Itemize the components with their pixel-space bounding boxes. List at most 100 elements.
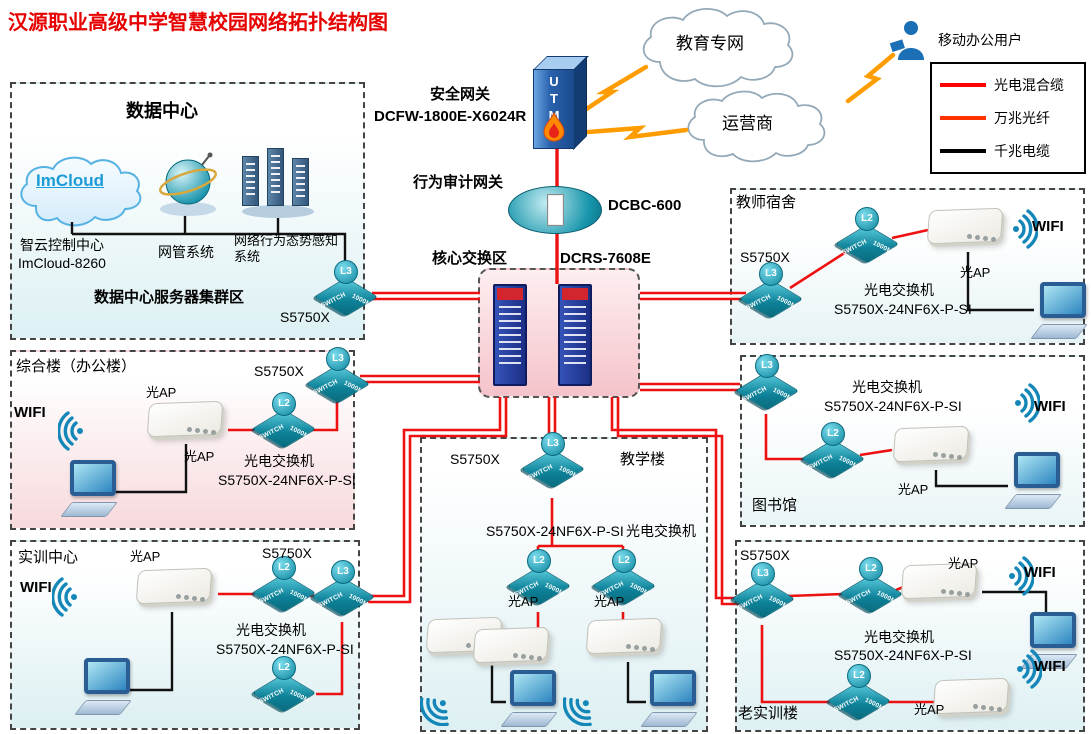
library-access-point xyxy=(892,425,972,469)
utm-front-face: UTM xyxy=(533,69,575,149)
dorm-computer xyxy=(1032,282,1086,344)
legend-item: 万兆光纤 xyxy=(932,108,1084,128)
switch-layer-badge: L2 xyxy=(272,392,296,416)
core-area-label: 核心交换区 xyxy=(432,250,508,267)
switch-layer-badge: L3 xyxy=(755,354,779,378)
training-access-point xyxy=(135,567,215,611)
switch-layer-badge: L3 xyxy=(759,262,783,286)
server-tower xyxy=(242,156,259,206)
flame-icon xyxy=(543,112,565,142)
old-wifi-icon-bottom xyxy=(992,644,1043,694)
fiber-trunk-lines xyxy=(360,291,746,606)
legend-label: 千兆电缆 xyxy=(994,143,1050,160)
mobile-user-icon xyxy=(878,18,930,66)
legend-item: 千兆电缆 xyxy=(932,141,1084,161)
old-converter-model: S5750X-24NF6X-P-SI xyxy=(834,647,972,663)
wifi-signal-icon xyxy=(57,411,83,451)
training-computer xyxy=(76,658,130,720)
office-access-point xyxy=(146,400,226,444)
gateway-model: DCFW-1800E-X6024R xyxy=(374,108,527,125)
switch-layer-badge: L3 xyxy=(331,560,355,584)
teaching-switch-model: S5750X xyxy=(450,451,500,467)
training-wifi-label: WIFI xyxy=(20,579,52,596)
teaching-ap-label-right: 光AP xyxy=(594,594,625,609)
old-ap-label-bottom: 光AP xyxy=(914,702,945,717)
teaching-computer-right xyxy=(642,670,696,732)
dorm-ap-label: 光AP xyxy=(960,265,991,280)
core-chassis-switch xyxy=(558,284,592,386)
library-wifi-icon xyxy=(990,378,1041,428)
audit-gateway-label: 行为审计网关 xyxy=(413,174,504,191)
dorm-converter-model: S5750X-24NF6X-P-SI xyxy=(834,301,972,317)
old-wifi-label-bottom: WIFI xyxy=(1034,658,1066,675)
teaching-title: 教学楼 xyxy=(620,451,666,468)
wifi-signal-icon xyxy=(1009,556,1035,596)
office-switch-model: S5750X xyxy=(254,363,304,379)
page-title: 汉源职业高级中学智慧校园网络拓扑结构图 xyxy=(8,12,388,34)
server-tower xyxy=(292,158,309,206)
datacenter-switch-model: S5750X xyxy=(280,309,330,325)
wifi-signal-icon xyxy=(562,697,592,727)
behavior-analysis-servers-icon xyxy=(240,144,316,218)
switch-layer-badge: L2 xyxy=(855,207,879,231)
dorm-converter-label: 光电交换机 xyxy=(864,282,934,298)
legend: 光电混合缆 万兆光纤 千兆电缆 xyxy=(930,62,1086,174)
switch-layer-badge: L2 xyxy=(272,556,296,580)
library-wifi-label: WIFI xyxy=(1034,398,1066,415)
dorm-access-point xyxy=(926,207,1006,251)
office-converter-model: S5750X-24NF6X-P-SI xyxy=(218,472,356,488)
edu-cloud-label: 教育专网 xyxy=(676,34,744,53)
training-title: 实训中心 xyxy=(18,549,79,566)
internet-clouds xyxy=(642,8,826,163)
old-computer xyxy=(1022,612,1076,674)
old-wifi-icon-top xyxy=(984,551,1035,601)
imcloud-shape xyxy=(20,156,142,227)
wifi-signal-icon xyxy=(1015,383,1041,423)
old-training-title: 老实训楼 xyxy=(738,705,799,722)
audit-gateway-device xyxy=(508,186,602,234)
legend-line-10g-fiber xyxy=(940,115,986,120)
zone-teacher-dorm xyxy=(730,188,1085,345)
wifi-signal-icon xyxy=(1013,209,1039,249)
library-converter-label: 光电交换机 xyxy=(852,379,922,395)
switch-layer-badge: L3 xyxy=(541,432,565,456)
utm-label: UTM xyxy=(546,74,562,125)
wifi-signal-icon xyxy=(1017,649,1043,689)
cloud-controller-model: ImCloud-8260 xyxy=(18,255,106,271)
office-wifi-label: WIFI xyxy=(14,404,46,421)
switch-layer-badge: L2 xyxy=(527,549,551,573)
wifi-signal-icon xyxy=(51,577,77,617)
teaching-converter-model: S5750X-24NF6X-P-SI xyxy=(486,523,624,539)
library-computer xyxy=(1006,452,1060,514)
behavior-system-label: 网络行为态势感知系统 xyxy=(234,233,339,265)
library-ap-label: 光AP xyxy=(898,482,929,497)
legend-line-1g-copper xyxy=(940,149,986,154)
wifi-signal-icon xyxy=(419,697,449,727)
switch-layer-badge: L2 xyxy=(272,656,296,680)
core-switch-model: DCRS-7608E xyxy=(560,250,651,267)
server-shadow xyxy=(242,205,314,218)
training-ap-label: 光AP xyxy=(130,549,161,564)
dorm-wifi-label: WIFI xyxy=(1032,218,1064,235)
switch-layer-badge: L2 xyxy=(859,557,883,581)
imcloud-label: ImCloud xyxy=(36,171,104,190)
dorm-wifi-icon xyxy=(988,204,1039,254)
dorm-switch-model: S5750X xyxy=(740,249,790,265)
office-ap-label-top: 光AP xyxy=(146,385,177,400)
isp-cloud-label: 运营商 xyxy=(722,114,773,133)
legend-item: 光电混合缆 xyxy=(932,75,1084,95)
old-ap-label-top: 光AP xyxy=(948,556,979,571)
server-tower xyxy=(267,148,284,206)
mobile-user-label: 移动办公用户 xyxy=(938,32,1022,48)
isp-cloud-shape xyxy=(687,90,826,163)
office-title: 综合楼（办公楼） xyxy=(16,358,137,375)
server-cluster-label: 数据中心服务器集群区 xyxy=(94,289,245,306)
